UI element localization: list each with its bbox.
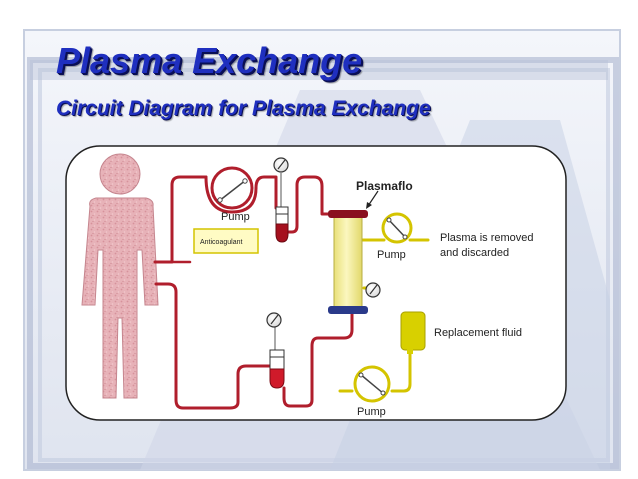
diagram-panel xyxy=(65,145,567,421)
return-gauge-icon xyxy=(266,312,282,352)
pump-label-bottom: Pump xyxy=(357,406,386,418)
anticoagulant-box xyxy=(193,228,259,254)
plasma-pump-icon xyxy=(381,212,413,244)
plasma-line xyxy=(338,238,430,393)
pump-label-plasma: Pump xyxy=(377,249,406,261)
blood-line-arterial xyxy=(153,175,334,264)
roller-pump-icon xyxy=(210,166,254,210)
slide-subtitle: Circuit Diagram for Plasma Exchange xyxy=(56,97,431,120)
plasmaflo-label: Plasmaflo xyxy=(356,179,413,193)
plasma-removed-label-2: and discarded xyxy=(440,247,509,259)
plasma-removed-label-1: Plasma is removed xyxy=(440,232,534,244)
anticoagulant-label: Anticoagulant xyxy=(200,239,242,246)
plasma-filter-icon xyxy=(328,190,379,314)
replacement-pump-icon xyxy=(353,365,391,403)
pressure-gauge-icon xyxy=(273,157,289,207)
pump-label-top: Pump xyxy=(221,211,250,223)
fluid-bag-icon xyxy=(400,311,426,354)
human-figure-icon xyxy=(81,153,159,399)
return-drip-chamber-icon xyxy=(269,349,285,389)
drip-chamber-icon xyxy=(275,206,289,243)
blood-line-venous xyxy=(154,282,354,410)
slide-title: Plasma Exchange xyxy=(56,40,363,81)
filter-gauge-icon xyxy=(365,282,381,298)
replacement-fluid-label: Replacement fluid xyxy=(434,327,522,339)
